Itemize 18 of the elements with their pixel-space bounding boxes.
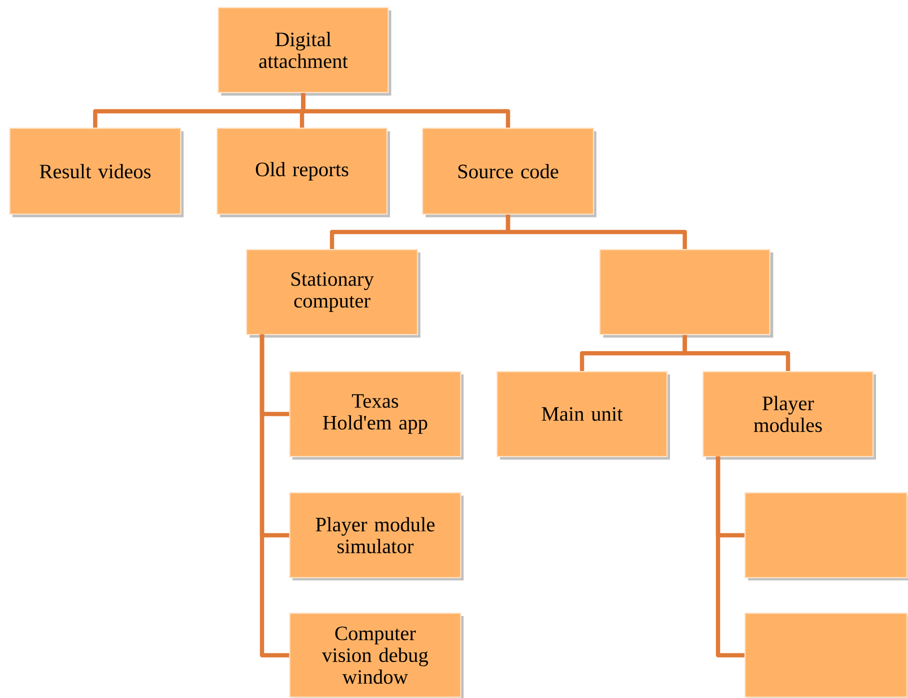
- process-box: Digital attachment: [218, 6, 392, 96]
- connector-line: [301, 93, 510, 128]
- connector-line: [682, 335, 790, 371]
- connector-line: [260, 334, 290, 658]
- process-box: Computer vision debug window: [289, 612, 464, 698]
- empty-box: [744, 612, 908, 698]
- connector-line: [716, 456, 744, 658]
- process-box: Player module simulator: [289, 492, 464, 580]
- process-box: Result videos: [9, 128, 184, 218]
- process-box: Stationary computer: [246, 248, 420, 338]
- empty-box: [744, 492, 908, 580]
- process-box: Player modules: [702, 370, 876, 460]
- connector-line: [506, 214, 687, 249]
- process-box: Source code: [422, 128, 596, 218]
- process-box: Texas Hold'em app: [289, 370, 464, 460]
- empty-box: [599, 248, 774, 338]
- process-box: Old reports: [216, 128, 390, 218]
- process-box: Main unit: [496, 370, 670, 460]
